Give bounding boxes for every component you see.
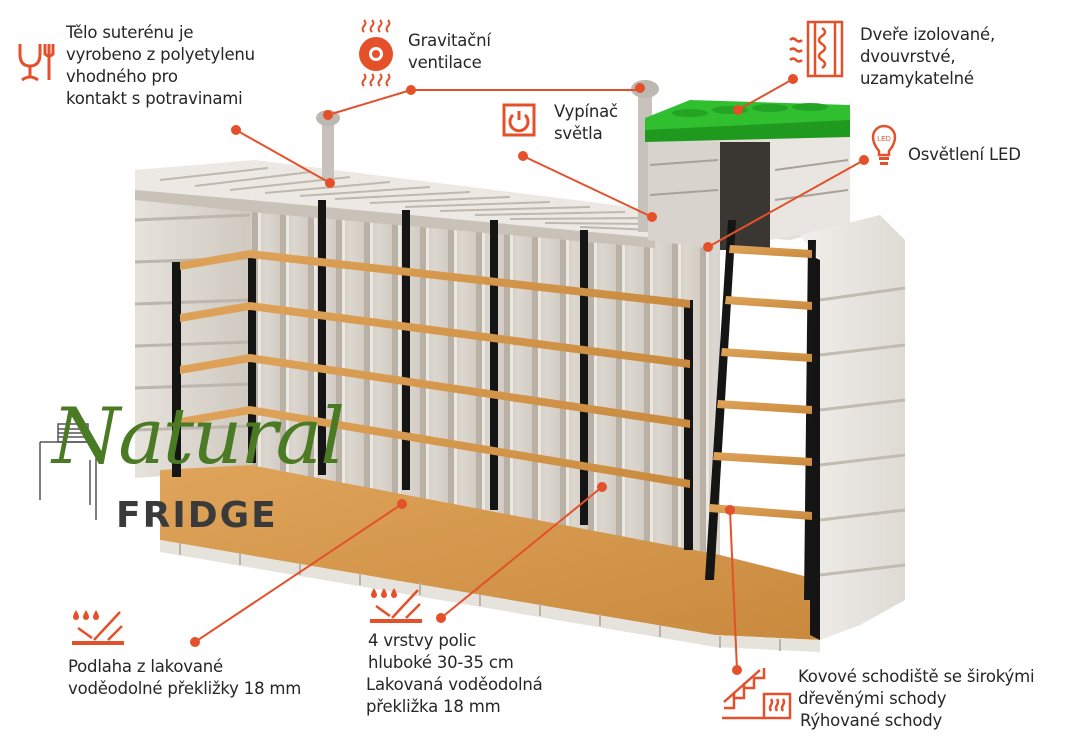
staircase-grooved-icon: [720, 664, 792, 726]
callout-floor-line: Podlaha z lakované: [68, 657, 223, 676]
shelf-level-3: [180, 354, 690, 428]
callout-floor: Podlaha z lakované voděodolné překližky …: [68, 656, 301, 700]
callout-door-line: Dveře izolované,: [860, 25, 995, 44]
waterproof-plywood-icon: [368, 586, 424, 630]
callout-ventilation: Gravitační ventilace: [408, 30, 491, 74]
food-safe-glass-fork-icon: [16, 40, 56, 88]
corrugated-roof: [135, 160, 656, 248]
callout-door-line: uzamykatelné: [860, 69, 974, 88]
power-switch-icon: [502, 103, 536, 141]
right-end-wall: [800, 215, 906, 640]
callout-door: Dveře izolované, dvouvrstvé, uzamykateln…: [860, 24, 995, 90]
callout-light-switch-line: Vypínač: [554, 102, 618, 121]
led-bulb-icon: LED: [871, 124, 897, 174]
callout-body-line: kontakt s potravinami: [66, 89, 243, 108]
callout-light-switch-line: světla: [554, 124, 603, 143]
callout-door-line: dvouvrstvé,: [860, 47, 956, 66]
ventilation-fan-icon: [356, 16, 396, 96]
callout-stairs-line: dřevěnými schody: [798, 689, 947, 708]
callout-shelves: 4 vrstvy polic hluboké 30-35 cm Lakovaná…: [366, 630, 543, 718]
callout-shelves-line: 4 vrstvy polic: [368, 631, 477, 650]
callout-shelves-line: Lakovaná voděodolná: [366, 675, 543, 694]
callout-shelves-line: překližka 18 mm: [366, 697, 501, 716]
callout-body-line: vyrobeno z polyetylenu: [66, 45, 255, 64]
callout-body-line: Tělo suterénu je: [66, 23, 194, 42]
callout-floor-line: voděodolné překližky 18 mm: [68, 679, 302, 698]
callout-light-switch: Vypínač světla: [554, 101, 618, 145]
callout-stairs-line: Kovové schodiště se širokými: [798, 667, 1035, 686]
logo-fridge-wordmark: FRIDGE: [116, 495, 278, 536]
callout-body-line: vhodného pro: [66, 67, 178, 86]
callout-ventilation-line: Gravitační: [408, 31, 491, 50]
shelf-level-2: [180, 302, 690, 368]
callout-stairs: Kovové schodiště se širokými dřevěnými s…: [798, 666, 1035, 732]
callout-stairs-line: Rýhované schody: [800, 711, 943, 730]
metal-staircase: [705, 220, 816, 600]
svg-text:LED: LED: [877, 136, 891, 143]
shelf-level-1: [180, 250, 690, 308]
insulated-door-lid: [645, 100, 850, 142]
logo-natural-script: Natural: [52, 392, 345, 482]
shelf-level-4: [180, 406, 690, 488]
callout-led-line: Osvětlení LED: [908, 145, 1021, 164]
leader-lines: [190, 74, 869, 675]
insulated-door-icon: [788, 20, 848, 82]
entrance-shaft: [648, 135, 850, 250]
callout-ventilation-line: ventilace: [408, 53, 482, 72]
waterproof-plywood-icon: [70, 608, 126, 652]
callout-body: Tělo suterénu je vyrobeno z polyetylenu …: [66, 22, 255, 110]
logo-bottle-icon: [39, 423, 97, 520]
callout-led: Osvětlení LED: [908, 144, 1021, 166]
callout-shelves-line: hluboké 30-35 cm: [368, 653, 514, 672]
